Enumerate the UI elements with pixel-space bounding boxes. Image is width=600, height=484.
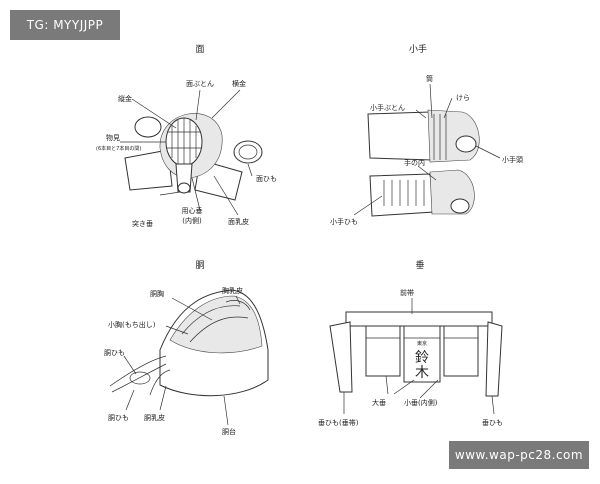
watermark-bottom: www.wap-pc28.com	[449, 441, 589, 469]
kote-lower-sleeve	[369, 173, 435, 217]
tare-maeobi-shape	[345, 311, 493, 327]
tare-odare-center	[403, 325, 441, 383]
tare-name-lower: 木	[415, 365, 429, 381]
tare-himo-left-label: 垂ひも(垂帯)	[318, 418, 359, 427]
men-yokogane-label: 横金	[232, 79, 246, 88]
kote-tsutsu-label: 筒	[426, 74, 433, 83]
do-dohimo2-label: 胴ひも	[108, 414, 129, 422]
do-chest-pattern	[181, 300, 251, 343]
men-leader-lines	[120, 89, 253, 216]
men-grille-bars	[167, 118, 201, 166]
men-tsuki-ring	[177, 182, 191, 194]
tare-odare-label: 大垂	[372, 398, 386, 407]
men-futon-label: 面ぶとん	[186, 80, 214, 88]
tare-odare-left	[365, 325, 401, 377]
kote-title: 小手	[409, 43, 427, 55]
do-dodai-label: 胴台	[222, 427, 236, 436]
tare-name-upper: 鈴	[415, 350, 429, 366]
tare-himo-right-shape	[485, 321, 503, 397]
tare-leader-lines	[343, 298, 495, 415]
men-himo-label: 面ひも	[256, 175, 277, 183]
kote-upper-fist	[427, 109, 480, 163]
kote-futon-label: 小手ぶとん	[370, 103, 405, 112]
kote-lower-thumb	[450, 198, 470, 214]
do-komune-label: 小胸(もち出し)	[108, 320, 156, 329]
do-panel: 胴 胸乳皮 胴胸 小胸(もち出し) 胴ひも 胴ひも 胴乳	[104, 260, 269, 436]
tare-kodare-label: 小垂(内側)	[404, 398, 438, 407]
men-himo-loop-right	[233, 140, 263, 164]
men-monomi-note: (6本目と7本目の間)	[96, 145, 141, 152]
tare-himo-left-shape	[329, 321, 353, 393]
do-himo-ties	[109, 355, 171, 396]
tare-title: 垂	[415, 259, 424, 271]
kote-leader-lines	[353, 83, 501, 216]
kote-tenouchi-label: 手の内	[404, 158, 425, 167]
kote-atama-label: 小手頭	[502, 155, 523, 164]
men-yoshindare-note: (内側)	[182, 216, 202, 225]
kote-upper-thumb	[455, 135, 477, 153]
men-left-flap	[124, 149, 173, 191]
tare-panel: 垂 東京 鈴 木 前帯 大垂 小垂(内側) 垂ひも(垂帯) 垂ひも	[318, 259, 503, 427]
kote-panel: 小手 筒 けら 小手ぶとん 手の内 小手頭 小手ひも	[330, 43, 523, 226]
men-himo-loop-left	[134, 116, 162, 138]
men-yoshindare-label: 用心垂	[182, 206, 203, 215]
kote-lower-lacing	[383, 180, 425, 206]
do-leader-lines	[123, 295, 241, 426]
kote-himo-label: 小手ひも	[330, 217, 358, 226]
men-chikawa-label: 面乳皮	[228, 217, 249, 226]
do-domune-label: 胴胸	[150, 289, 164, 298]
do-title: 胴	[195, 260, 204, 271]
kote-kera-label: けら	[456, 94, 470, 102]
men-panel: 面 面ぶとん 横金	[96, 44, 277, 228]
men-tsuki-label: 突き垂	[132, 219, 153, 228]
men-monomi-label: 物見	[106, 133, 120, 142]
kote-upper-sleeve	[367, 111, 433, 161]
do-chikawa-bottom-label: 胴乳皮	[144, 413, 165, 422]
men-title: 面	[195, 44, 204, 55]
do-dohimo-label: 胴ひも	[104, 349, 125, 357]
tare-name-top: 東京	[417, 340, 427, 347]
men-tategane-label: 縦金	[118, 94, 132, 103]
do-chikawa-top-label: 胸乳皮	[222, 286, 243, 295]
tare-odare-right	[443, 325, 479, 377]
tare-maeobi-label: 前帯	[400, 288, 414, 297]
watermark-top: TG: MYYJJPP	[10, 10, 120, 40]
tare-himo-right-label: 垂ひも	[482, 418, 503, 427]
